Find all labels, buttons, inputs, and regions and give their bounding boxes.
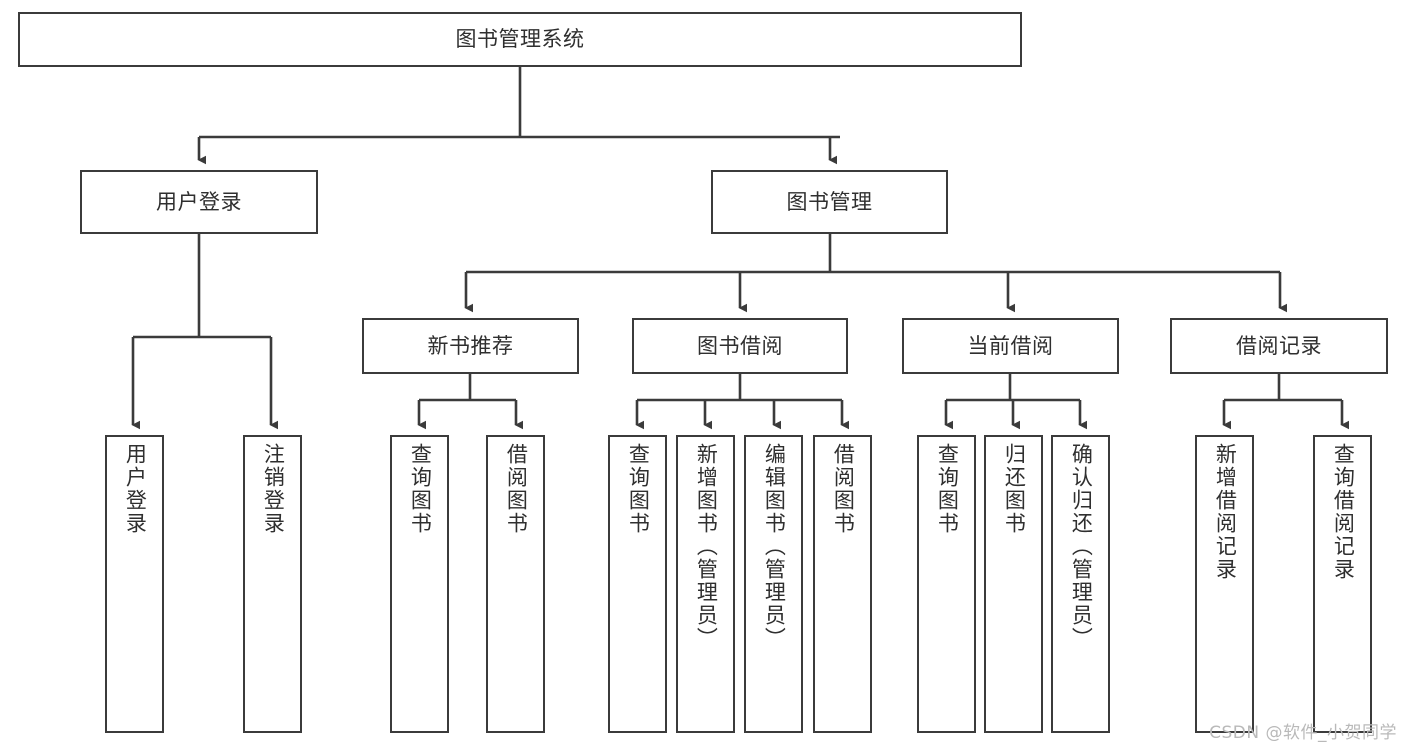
node-new-book-rec[interactable]: 新书推荐 <box>362 318 579 374</box>
node-leaf-add-book[interactable]: 新增图书（管理员） <box>676 435 735 733</box>
node-leaf-query-book-1-label: 查询图书 <box>408 443 433 535</box>
node-leaf-return-book[interactable]: 归还图书 <box>984 435 1043 733</box>
node-leaf-user-logout-label: 注销登录 <box>261 443 286 535</box>
node-leaf-borrow-book-2-label: 借阅图书 <box>831 443 856 535</box>
node-borrow-record-label: 借阅记录 <box>1236 333 1322 358</box>
node-current-borrow-label: 当前借阅 <box>967 333 1054 358</box>
node-root[interactable]: 图书管理系统 <box>18 12 1022 67</box>
node-leaf-query-book-2-label: 查询图书 <box>626 443 651 535</box>
node-new-book-rec-label: 新书推荐 <box>427 333 514 358</box>
node-leaf-add-record-label: 新增借阅记录 <box>1213 443 1238 581</box>
node-book-borrow[interactable]: 图书借阅 <box>632 318 848 374</box>
node-leaf-confirm-return-label: 确认归还（管理员） <box>1069 443 1094 650</box>
csdn-watermark: CSDN @软件_小贺同学 <box>1209 723 1397 743</box>
node-leaf-user-login-label: 用户登录 <box>123 443 148 535</box>
node-book-manage[interactable]: 图书管理 <box>711 170 948 234</box>
node-current-borrow[interactable]: 当前借阅 <box>902 318 1119 374</box>
node-leaf-return-book-label: 归还图书 <box>1002 443 1027 535</box>
node-root-label: 图书管理系统 <box>455 27 585 52</box>
node-leaf-user-logout[interactable]: 注销登录 <box>243 435 302 733</box>
node-leaf-add-record[interactable]: 新增借阅记录 <box>1195 435 1254 733</box>
node-leaf-borrow-book-1[interactable]: 借阅图书 <box>486 435 545 733</box>
node-leaf-user-login[interactable]: 用户登录 <box>105 435 164 733</box>
node-leaf-borrow-book-1-label: 借阅图书 <box>504 443 529 535</box>
node-leaf-add-book-label: 新增图书（管理员） <box>694 443 719 650</box>
node-leaf-borrow-book-2[interactable]: 借阅图书 <box>813 435 872 733</box>
node-user-login-label: 用户登录 <box>156 189 242 214</box>
node-leaf-query-book-3-label: 查询图书 <box>935 443 960 535</box>
node-leaf-confirm-return[interactable]: 确认归还（管理员） <box>1051 435 1110 733</box>
node-leaf-query-book-1[interactable]: 查询图书 <box>390 435 449 733</box>
node-borrow-record[interactable]: 借阅记录 <box>1170 318 1388 374</box>
node-leaf-query-book-2[interactable]: 查询图书 <box>608 435 667 733</box>
node-user-login[interactable]: 用户登录 <box>80 170 318 234</box>
node-leaf-query-record[interactable]: 查询借阅记录 <box>1313 435 1372 733</box>
node-leaf-query-book-3[interactable]: 查询图书 <box>917 435 976 733</box>
node-book-manage-label: 图书管理 <box>786 189 873 214</box>
node-leaf-edit-book-label: 编辑图书（管理员） <box>762 443 787 650</box>
node-book-borrow-label: 图书借阅 <box>697 333 783 358</box>
node-leaf-edit-book[interactable]: 编辑图书（管理员） <box>744 435 803 733</box>
node-leaf-query-record-label: 查询借阅记录 <box>1331 443 1356 581</box>
